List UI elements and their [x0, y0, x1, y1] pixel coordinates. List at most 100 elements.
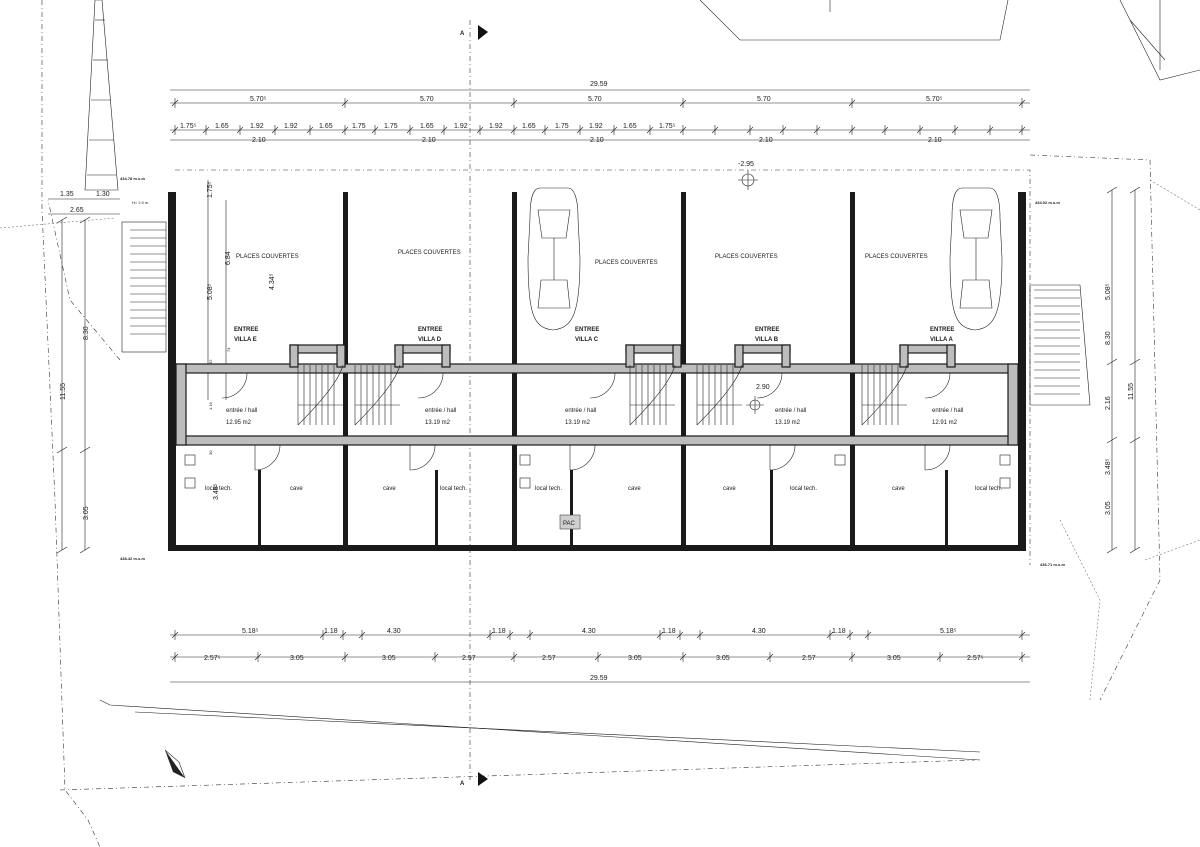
elevation-top-right: 434.02 m.s.m: [1035, 200, 1060, 205]
hall-area: 13.19 m2: [775, 420, 801, 426]
internal-stair: [696, 364, 743, 426]
dimension-inner-3-48: 3.48⁵: [213, 483, 220, 500]
elevation-bottom-left: 438.42 m.s.m: [120, 556, 145, 561]
parking-label: PLACES COUVERTES: [398, 250, 461, 256]
level-marker: [738, 170, 764, 414]
dimension-top-row2-small: 2.10: [422, 137, 436, 144]
dimension-top-row2: 1.65: [215, 123, 229, 130]
room-label: cave: [628, 486, 641, 492]
door-swing: [254, 444, 281, 471]
dimension-inner-30: 30: [208, 450, 213, 455]
internal-stair: [297, 364, 344, 426]
internal-stair: [629, 364, 676, 426]
dimension-inner-74: 74: [226, 347, 231, 352]
dimension-left-3-05: 3.05: [83, 506, 90, 520]
room-label: local tech.: [205, 486, 232, 492]
dimension-top-row2-small: 2.10: [928, 137, 942, 144]
room-label: cave: [892, 486, 905, 492]
room-label: cave: [383, 486, 396, 492]
dimension-left-total: 11.55: [60, 383, 67, 400]
pac-label: PAC: [563, 521, 576, 527]
dimension-inner-4-34: 4.34⁵: [269, 273, 276, 290]
dimension-top-row2: 1.92: [489, 123, 503, 130]
exterior-stair-right: [1029, 284, 1091, 406]
dimension-top-row2: 1.65: [522, 123, 536, 130]
section-arrow-bottom-icon: [478, 772, 488, 786]
dimension-top-row2: 1.92: [284, 123, 298, 130]
hall-area: 13.19 m2: [565, 420, 591, 426]
entry-label: ENTREE: [234, 327, 258, 333]
exterior-stair-left: [121, 221, 167, 353]
dimension-top-row2-small: 2.10: [590, 137, 604, 144]
hall-area: 13.19 m2: [425, 420, 451, 426]
room-label: local tech.: [440, 486, 467, 492]
parking-label: PLACES COUVERTES: [236, 254, 299, 260]
dimension-inner-1-75: 1.75⁵: [207, 181, 214, 198]
dimension-bottom-row1: 5.18⁵: [940, 628, 957, 635]
door-swing: [569, 444, 596, 471]
door-swing: [417, 372, 444, 399]
dimension-top-left-1-35: 1.35: [60, 191, 74, 198]
room-label: local tech.: [790, 486, 817, 492]
dimension-top-row2: 1.75: [352, 123, 366, 130]
dimension-bottom-row1: 1.18: [662, 628, 676, 635]
dimension-bottom-row2: 3.05: [887, 655, 901, 662]
entry-villa-name: VILLA D: [418, 337, 442, 343]
section-axis: A A: [460, 20, 488, 787]
dimension-right-8-30: 8.30: [1105, 331, 1112, 345]
dimension-inner-5-08: 5.08⁵: [207, 283, 214, 300]
dimension-top-row1: 5.70⁵: [926, 96, 943, 103]
dimension-inner-6-84: 6.84: [225, 251, 232, 265]
hall-label: entrée / hall: [932, 408, 963, 414]
dimension-top-row1: 5.70: [757, 96, 771, 103]
door-swing: [769, 444, 796, 471]
elevation-labels: 434.78 m.s.m 434.02 m.s.m 438.42 m.s.m 4…: [120, 161, 1065, 567]
entry-label: ENTREE: [755, 327, 779, 333]
dimension-top-row1: 5.70: [588, 96, 602, 103]
entry-label: ENTREE: [930, 327, 954, 333]
entry-label: ENTREE: [575, 327, 599, 333]
dimension-top-row2: 1.75: [384, 123, 398, 130]
dimension-right-2-16: 2.16: [1105, 396, 1112, 410]
dimension-bottom-row1: 4.30: [752, 628, 766, 635]
dimension-top-row2: 1.75⁵: [659, 123, 676, 130]
dimension-bottom-row1: 1.18: [832, 628, 846, 635]
dimension-total-top: 29.59: [590, 81, 608, 88]
dimension-lines-bottom: [170, 630, 1030, 683]
hall-label: entrée / hall: [565, 408, 596, 414]
door-swing: [924, 372, 951, 399]
stair-height-label: H= 2.0 m: [132, 200, 149, 205]
door-swing: [589, 372, 616, 399]
dimension-bottom-row2: 3.05: [628, 655, 642, 662]
dimension-bottom-row2: 3.05: [716, 655, 730, 662]
dimension-bottom-row1: 1.18: [492, 628, 506, 635]
dimension-top-row2-small: 2.10: [252, 137, 266, 144]
hall-label: entrée / hall: [226, 408, 257, 414]
hall-label: entrée / hall: [775, 408, 806, 414]
dimension-top-row2: 1.75⁵: [180, 123, 197, 130]
dimension-top-row2: 1.92: [589, 123, 603, 130]
level-hall-label: 2.90: [756, 384, 770, 391]
dimension-bottom-row2: 2.57⁵: [204, 655, 221, 662]
dimension-right-3-48: 3.48⁵: [1105, 458, 1112, 475]
dimension-bottom-row1: 5.18⁵: [242, 628, 259, 635]
door-swing: [924, 444, 951, 471]
dimension-bottom-row2: 3.05: [290, 655, 304, 662]
dimension-top-row1: 5.70: [420, 96, 434, 103]
hall-area: 12.91 m2: [932, 420, 958, 426]
parking-label: PLACES COUVERTES: [595, 260, 658, 266]
dimension-bottom-row1: 4.30: [582, 628, 596, 635]
dimension-top-row2: 1.75: [555, 123, 569, 130]
dimension-bottom-row1: 4.30: [387, 628, 401, 635]
dimension-bottom-row2: 2.57: [802, 655, 816, 662]
car-icon: [527, 187, 581, 331]
dimension-right-3-05: 3.05: [1105, 501, 1112, 515]
dimension-lines-top: [170, 89, 1030, 141]
dimension-top-row2: 1.65: [420, 123, 434, 130]
dimension-top-row2: 1.92: [454, 123, 468, 130]
dimension-inner-1-16: 1.16: [208, 401, 213, 410]
